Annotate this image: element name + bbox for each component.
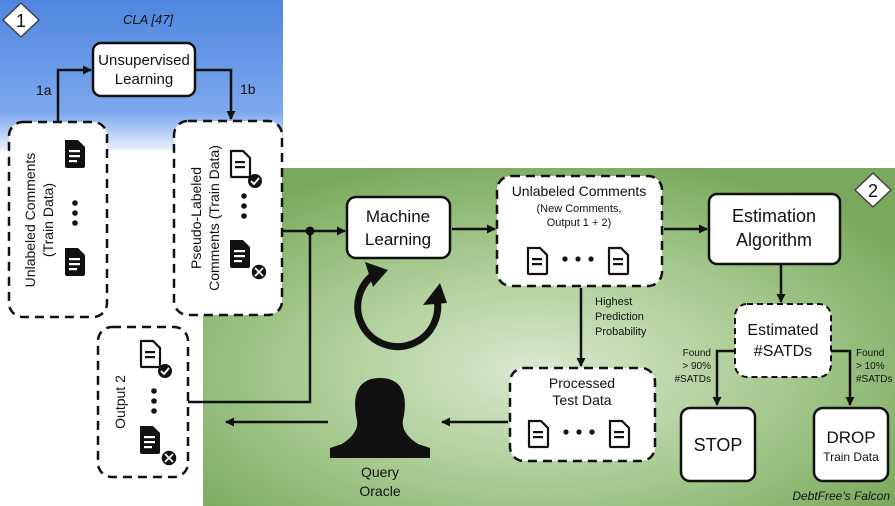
svg-text:STOP: STOP (694, 435, 743, 455)
arrow-1a (56, 65, 92, 121)
document-check-icon (139, 339, 172, 378)
svg-text:Found: Found (856, 348, 884, 359)
drop-box: DROP Train Data (812, 406, 890, 483)
document-icon (65, 140, 85, 168)
output2-box: Output 2 (96, 325, 190, 479)
arrow-to-drop (831, 349, 855, 406)
panel2-footer: DebtFree's Falcon (792, 489, 890, 503)
svg-text:Prediction: Prediction (595, 311, 644, 323)
document-icon (607, 246, 630, 276)
document-x-icon (140, 426, 178, 467)
query-oracle-label-line1: Query (361, 464, 399, 480)
svg-text:Unlabeled Comments: Unlabeled Comments (512, 183, 647, 199)
unsupervised-learning-box: Unsupervised Learning (91, 41, 197, 98)
svg-text:#SATDs: #SATDs (754, 343, 812, 360)
output2-connector (188, 231, 312, 404)
document-icon (527, 419, 550, 449)
svg-text:Test Data: Test Data (552, 392, 611, 408)
query-oracle-label-line2: Oracle (359, 483, 400, 499)
svg-text:Output 2: Output 2 (112, 375, 128, 429)
estimated-satds-box: Estimated #SATDs (734, 303, 832, 378)
ellipsis-dots (562, 256, 568, 262)
ellipsis-dots (72, 200, 78, 206)
svg-text:> 10%: > 10% (856, 361, 885, 372)
svg-text:Pseudo-Labeled: Pseudo-Labeled (188, 167, 204, 269)
svg-text:Algorithm: Algorithm (736, 230, 812, 250)
pseudo-labeled-train-box: Pseudo-Labeled Comments (Train Data) (172, 119, 284, 317)
document-x-icon (230, 240, 268, 281)
panel1-title: CLA [47] (123, 12, 173, 27)
svg-text:Found: Found (683, 348, 711, 359)
document-icon (526, 246, 549, 276)
svg-text:1: 1 (16, 11, 26, 31)
svg-text:#SATDs: #SATDs (675, 374, 712, 385)
svg-text:Output 1 + 2): Output 1 + 2) (547, 217, 612, 229)
unlabeled-new-box: Unlabeled Comments (New Comments, Output… (495, 174, 664, 288)
found-10-label: Found > 10% #SATDs (856, 348, 893, 385)
arrow-to-stop (712, 349, 735, 406)
svg-text:Estimation: Estimation (732, 206, 816, 226)
svg-text:Estimated: Estimated (747, 322, 818, 339)
svg-text:Machine: Machine (366, 207, 430, 226)
ellipsis-dots (563, 429, 569, 435)
arrow-1b-label: 1b (240, 81, 256, 97)
svg-text:Learning: Learning (365, 230, 431, 249)
highest-probability-label: Highest Prediction Probability (595, 296, 647, 338)
svg-text:Train Data: Train Data (823, 450, 879, 464)
estimation-algorithm-box: Estimation Algorithm (707, 192, 842, 266)
arrow-1a-label: 1a (36, 82, 52, 98)
svg-text:Processed: Processed (549, 375, 615, 391)
svg-text:#SATDs: #SATDs (856, 374, 893, 385)
found-90-label: Found > 90% #SATDs (675, 348, 712, 385)
person-icon (330, 378, 430, 458)
document-icon (65, 248, 85, 276)
refresh-cycle-icon (354, 262, 447, 351)
panel1-badge: 1 (1, 1, 41, 39)
svg-text:Unlabeled Comments: Unlabeled Comments (22, 153, 38, 288)
arrow-1b (195, 68, 236, 120)
processed-test-box: Processed Test Data (508, 366, 657, 463)
svg-text:Probability: Probability (595, 326, 647, 338)
svg-text:Learning: Learning (115, 71, 173, 88)
svg-text:Highest: Highest (595, 296, 632, 308)
svg-text:(New Comments,: (New Comments, (537, 203, 622, 215)
svg-text:> 90%: > 90% (682, 361, 711, 372)
document-check-icon (229, 149, 262, 188)
svg-text:Comments (Train Data): Comments (Train Data) (206, 145, 222, 291)
panel2-badge: 2 (853, 171, 893, 209)
document-icon (608, 419, 631, 449)
svg-text:(Train Data): (Train Data) (40, 183, 56, 257)
svg-text:DROP: DROP (826, 428, 875, 447)
stop-box: STOP (679, 406, 757, 483)
unlabeled-train-box: Unlabeled Comments (Train Data) (7, 120, 109, 319)
machine-learning-box: Machine Learning (345, 195, 452, 260)
svg-text:2: 2 (868, 181, 878, 201)
svg-text:Unsupervised: Unsupervised (98, 52, 190, 69)
